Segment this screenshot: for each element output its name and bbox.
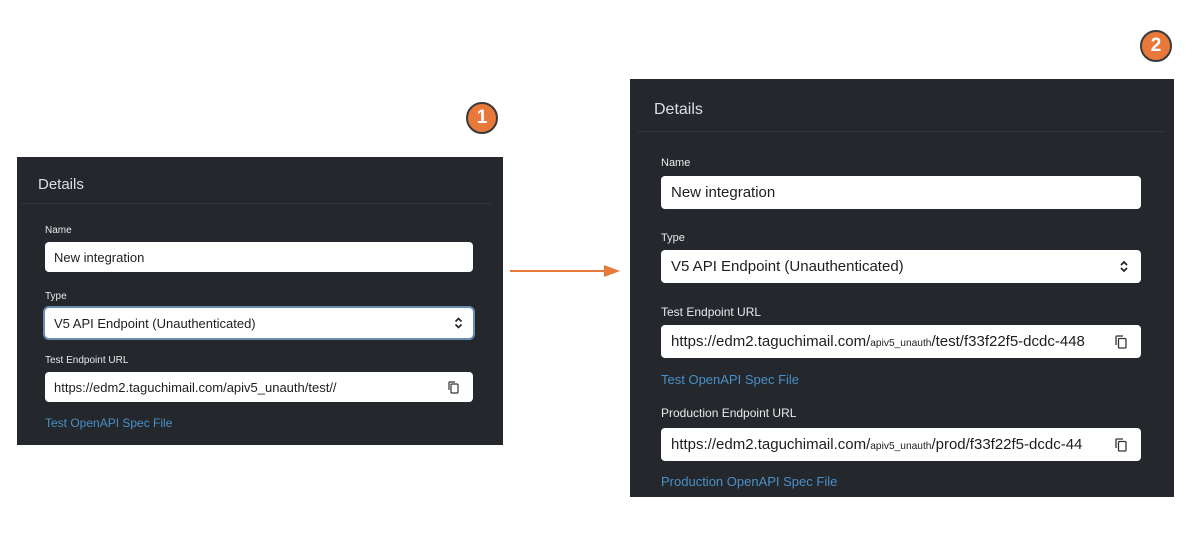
- step-1-badge: 1: [466, 102, 498, 134]
- arrow-right-icon: [510, 265, 620, 277]
- prod-url-prefix: https://edm2.taguchimail.com/: [671, 436, 871, 453]
- type-select[interactable]: V5 API Endpoint (Unauthenticated): [45, 308, 473, 338]
- step-1-number: 1: [476, 107, 488, 128]
- panel-title: Details: [654, 101, 703, 118]
- prod-url-field[interactable]: https://edm2.taguchimail.com/apiv5_unaut…: [661, 428, 1141, 461]
- name-input[interactable]: New integration: [45, 242, 473, 272]
- prod-url-value: https://edm2.taguchimail.com/apiv5_unaut…: [671, 436, 1107, 453]
- test-url-field[interactable]: https://edm2.taguchimail.com/apiv5_unaut…: [45, 372, 473, 402]
- test-spec-link[interactable]: Test OpenAPI Spec File: [45, 416, 173, 430]
- name-input-value: New integration: [54, 249, 145, 265]
- test-url-suffix: /test/f33f22f5-dcdc-448: [931, 333, 1085, 350]
- test-url-label: Test Endpoint URL: [661, 305, 762, 319]
- type-label: Type: [661, 232, 685, 244]
- test-url-path: apiv5_unauth: [870, 338, 932, 349]
- step-2-number: 2: [1150, 35, 1162, 56]
- prod-url-label: Production Endpoint URL: [661, 406, 797, 420]
- step-2-badge: 2: [1140, 30, 1172, 62]
- panel-header: Details: [21, 157, 491, 204]
- test-url-label: Test Endpoint URL: [45, 355, 129, 366]
- name-label: Name: [45, 225, 72, 236]
- type-select[interactable]: V5 API Endpoint (Unauthenticated): [661, 250, 1141, 283]
- name-input-value: New integration: [671, 184, 776, 201]
- details-panel-before: Details Name New integration Type V5 API…: [17, 157, 503, 445]
- panel-title: Details: [38, 176, 84, 193]
- type-select-value: V5 API Endpoint (Unauthenticated): [671, 258, 904, 275]
- test-url-prefix: https://edm2.taguchimail.com/: [671, 333, 871, 350]
- name-label: Name: [661, 157, 691, 169]
- test-url-value: https://edm2.taguchimail.com/apiv5_unaut…: [54, 379, 337, 395]
- test-url-value: https://edm2.taguchimail.com/apiv5_unaut…: [671, 333, 1107, 350]
- chevron-up-down-icon: [1119, 260, 1129, 273]
- prod-url-path: apiv5_unauth: [870, 441, 932, 452]
- details-panel-after: Details Name New integration Type V5 API…: [630, 79, 1174, 497]
- prod-url-suffix: /prod/f33f22f5-dcdc-44: [931, 436, 1083, 453]
- panel-header: Details: [638, 79, 1164, 132]
- prod-spec-link[interactable]: Production OpenAPI Spec File: [661, 474, 838, 489]
- copy-icon[interactable]: [448, 380, 459, 394]
- type-label: Type: [45, 291, 67, 302]
- chevron-up-down-icon: [454, 317, 463, 329]
- copy-icon[interactable]: [1115, 334, 1127, 349]
- copy-icon[interactable]: [1115, 437, 1127, 452]
- name-input[interactable]: New integration: [661, 176, 1141, 209]
- type-select-value: V5 API Endpoint (Unauthenticated): [54, 315, 256, 331]
- test-url-field[interactable]: https://edm2.taguchimail.com/apiv5_unaut…: [661, 325, 1141, 358]
- test-spec-link[interactable]: Test OpenAPI Spec File: [661, 372, 800, 387]
